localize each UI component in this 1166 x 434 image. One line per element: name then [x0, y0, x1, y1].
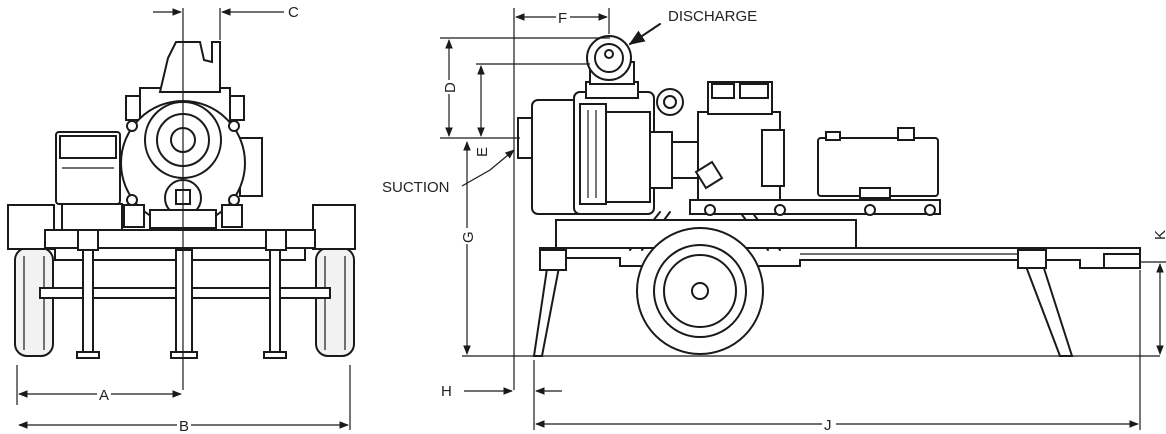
- label-j: J: [824, 417, 832, 434]
- label-b: B: [179, 418, 189, 434]
- label-suction: SUCTION: [382, 179, 450, 196]
- label-e: E: [474, 147, 491, 157]
- side-pump-assembly: [517, 35, 941, 216]
- side-trailer-frame: [539, 247, 1141, 269]
- side-view: [517, 35, 1141, 357]
- front-view: [7, 8, 356, 390]
- label-g: G: [460, 231, 477, 243]
- front-right-wheel: [315, 247, 355, 357]
- side-wheel: [636, 227, 764, 355]
- label-c: C: [288, 4, 299, 21]
- side-fuel-tank: [817, 127, 939, 199]
- front-left-wheel: [14, 247, 54, 357]
- label-f: F: [558, 10, 567, 27]
- label-h: H: [441, 383, 452, 400]
- side-front-support-leg: [1020, 255, 1074, 357]
- label-d: D: [442, 82, 459, 93]
- front-right-fender: [312, 204, 356, 250]
- front-jack-stands: [76, 229, 287, 359]
- side-hitch: [1103, 253, 1141, 269]
- side-rear-support-leg: [532, 261, 562, 357]
- label-k: K: [1152, 230, 1166, 240]
- label-discharge: DISCHARGE: [668, 8, 757, 25]
- label-a: A: [99, 387, 109, 404]
- front-engine-box: [55, 131, 263, 231]
- dimension-labels: C A B F DISCHARGE D E SUCTION G H J K: [97, 4, 1166, 434]
